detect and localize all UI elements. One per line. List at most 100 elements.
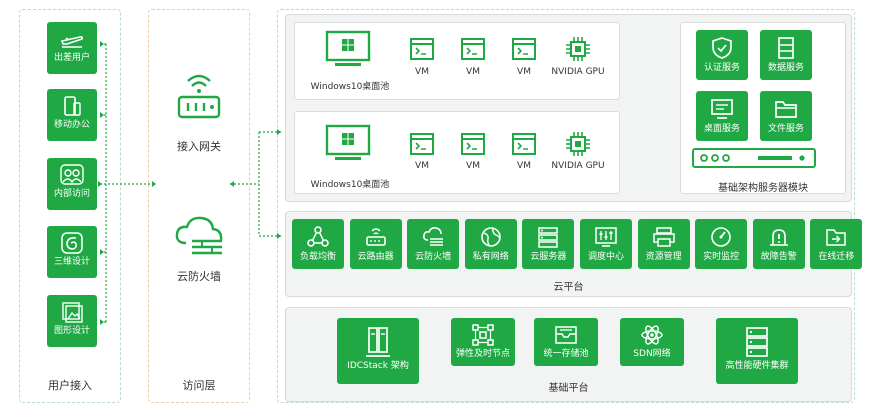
service-label: 桌面服务 (703, 124, 740, 134)
airplane-icon (60, 36, 84, 48)
dispatch-center-icon (595, 227, 617, 247)
cloud-server-icon (538, 227, 559, 248)
terminal-icon (461, 38, 485, 60)
globe-icon (480, 227, 501, 247)
cloud-container (277, 9, 855, 403)
cloud-item-tile: 云服务器 (522, 219, 575, 269)
cloud-item-label: 资源管理 (645, 252, 682, 262)
atom-icon (641, 325, 663, 345)
idcstack-tile: IDCStack 架构 (337, 318, 419, 384)
cloud-item-label: 云服务器 (530, 252, 567, 262)
resource-manage-icon (652, 227, 675, 247)
windows-monitor-icon (325, 124, 371, 160)
router-icon (177, 74, 221, 119)
windows-monitor-icon (325, 30, 371, 66)
cloud-item-label: 故障告警 (760, 252, 797, 262)
user-item-label: 移动办公 (53, 120, 90, 130)
monitor-gauge-icon (711, 227, 731, 247)
vm-label: VM (517, 161, 531, 171)
cloud-item-tile: 在线迁移 (810, 219, 863, 269)
server-cluster-icon (746, 327, 768, 357)
folder-icon (775, 101, 797, 118)
storage-tray-icon (555, 326, 577, 344)
file-service-tile: 文件服务 (760, 91, 812, 141)
cloud-item-tile: 私有网络 (464, 219, 517, 269)
graphic-design-icon (62, 302, 83, 323)
terminal-icon (461, 133, 485, 155)
user-item-label: 三维设计 (53, 257, 90, 267)
user-item-travel: 出差用户 (47, 22, 97, 74)
user-item-label: 内部访问 (53, 189, 90, 199)
cloud-item-tile: 云防火墙 (407, 219, 460, 269)
cloud-item-label: 私有网络 (472, 252, 509, 262)
monitor-icon (711, 99, 733, 119)
cloud-item-label: 实时监控 (703, 252, 740, 262)
cloud-item-tile: 故障告警 (752, 219, 805, 269)
desktop-pool-title: Windows10桌面池 (310, 82, 390, 92)
cloud-item-label: 云路由器 (357, 252, 394, 262)
sdn-network-tile: SDN网络 (620, 318, 684, 366)
server-stack-icon (778, 37, 794, 59)
service-label: 文件服务 (767, 124, 804, 134)
cloud-firewall-icon (423, 227, 444, 246)
user-item-label: 出差用户 (53, 53, 90, 63)
data-service-tile: 数据服务 (760, 30, 812, 80)
user-item-internal: 内部访问 (47, 158, 97, 210)
cloud-platform-title: 云平台 (553, 282, 584, 293)
users-group-icon (60, 164, 84, 185)
vm-label: VM (415, 161, 429, 171)
gpu-label: NVIDIA GPU (551, 161, 605, 171)
desktop-service-tile: 桌面服务 (696, 91, 748, 141)
user-item-3d: 三维设计 (47, 226, 97, 278)
base-platform-title: 基础平台 (548, 383, 589, 394)
server-tower-icon (366, 327, 390, 357)
service-label: 认证服务 (703, 63, 740, 73)
user-item-graphic: 图形设计 (47, 295, 97, 347)
cloud-item-label: 云防火墙 (415, 252, 452, 262)
cloud-item-tile: 云路由器 (349, 219, 402, 269)
cloud-item-tile: 实时监控 (695, 219, 748, 269)
cloud-firewall-icon (175, 216, 223, 255)
base-label: IDCStack 架构 (347, 361, 409, 371)
cloud-item-label: 调度中心 (587, 252, 624, 262)
gpu-chip-icon (566, 37, 590, 61)
gateway-label: 接入网关 (177, 140, 221, 153)
auth-service-tile: 认证服务 (696, 30, 748, 80)
gpu-label: NVIDIA GPU (551, 67, 605, 77)
hardware-cluster-tile: 高性能硬件集群 (716, 318, 798, 384)
nodes-icon (472, 324, 494, 346)
share-nodes-icon (307, 226, 329, 247)
base-label: 高性能硬件集群 (725, 361, 789, 371)
base-label: 弹性及时节点 (455, 349, 510, 359)
terminal-icon (410, 133, 434, 155)
storage-pool-tile: 统一存储池 (534, 318, 598, 366)
access-layer-label: 访问层 (182, 379, 216, 392)
vm-label: VM (415, 67, 429, 77)
shield-check-icon (712, 37, 732, 59)
alarm-icon (769, 229, 788, 246)
terminal-icon (410, 38, 434, 60)
firewall-label: 云防火墙 (177, 270, 221, 283)
cloud-item-label: 负载均衡 (299, 252, 336, 262)
router-icon (365, 228, 386, 246)
service-label: 数据服务 (767, 63, 804, 73)
cloud-item-tile: 资源管理 (637, 219, 690, 269)
vm-label: VM (517, 67, 531, 77)
terminal-icon (512, 38, 536, 60)
infra-module-title: 基础架构服务器模块 (718, 183, 808, 194)
cloud-item-tile: 负载均衡 (292, 219, 344, 269)
mobile-phone-icon (64, 96, 81, 116)
user-item-mobile: 移动办公 (47, 89, 97, 141)
terminal-icon (512, 133, 536, 155)
base-label: 统一存储池 (543, 349, 589, 359)
desktop-pool-title: Windows10桌面池 (310, 180, 390, 190)
access-layer-column (148, 9, 250, 403)
cloud-item-label: 在线迁移 (818, 252, 855, 262)
vm-label: VM (466, 67, 480, 77)
user-item-label: 图形设计 (53, 326, 90, 336)
user-access-column (19, 9, 121, 403)
vm-label: VM (466, 161, 480, 171)
migrate-icon (826, 229, 847, 246)
cloud-item-tile: 调度中心 (580, 219, 632, 269)
